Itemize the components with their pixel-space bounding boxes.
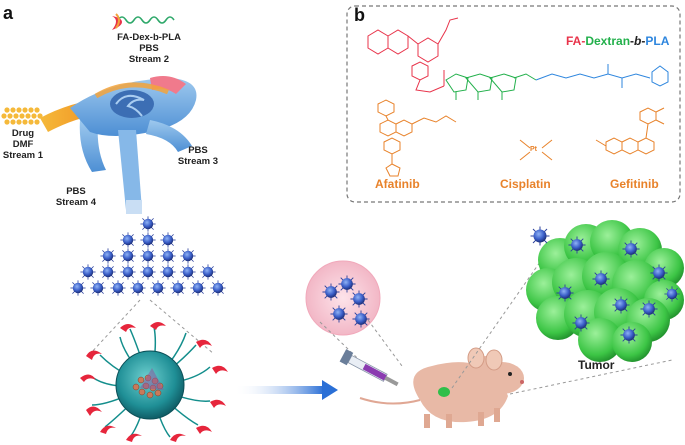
nanoparticle-pyramid xyxy=(70,216,226,296)
polymer-legend: FA-Dextran-b-PLA xyxy=(566,34,670,48)
afatinib-structure xyxy=(377,99,457,177)
gefitinib-label: Gefitinib xyxy=(610,177,659,191)
stream1-label: Drug DMF Stream 1 xyxy=(2,128,44,161)
arrow-right-icon xyxy=(322,380,338,400)
stream3-label: PBS Stream 3 xyxy=(177,145,219,167)
injection-bubble xyxy=(305,260,403,379)
fa-dextran-pla-structure xyxy=(367,17,669,100)
tumor-site-icon xyxy=(438,387,450,397)
polymer-chain-icon xyxy=(117,16,175,24)
mouse-illustration xyxy=(359,347,524,428)
gefitinib-structure xyxy=(595,107,665,155)
arrow-bar xyxy=(234,386,324,394)
syringe-icon xyxy=(339,349,399,387)
afatinib-label: Afatinib xyxy=(375,177,420,191)
panel-a-label: a xyxy=(3,3,14,23)
cisplatin-structure xyxy=(519,139,553,161)
cisplatin-label: Cisplatin xyxy=(500,177,551,191)
polymer-label: FA-Dex-b-PLA PBS Stream 2 xyxy=(117,32,181,65)
panel-b-label: b xyxy=(354,5,365,25)
panel-b-frame xyxy=(346,5,681,203)
drug-molecules-icon xyxy=(1,107,43,125)
micelle-detail xyxy=(80,322,228,442)
stream4-label: PBS Stream 4 xyxy=(55,186,97,208)
tumor-cluster xyxy=(526,220,684,362)
microfluidic-mixer xyxy=(40,76,197,214)
tumor-label: Tumor xyxy=(578,358,615,372)
